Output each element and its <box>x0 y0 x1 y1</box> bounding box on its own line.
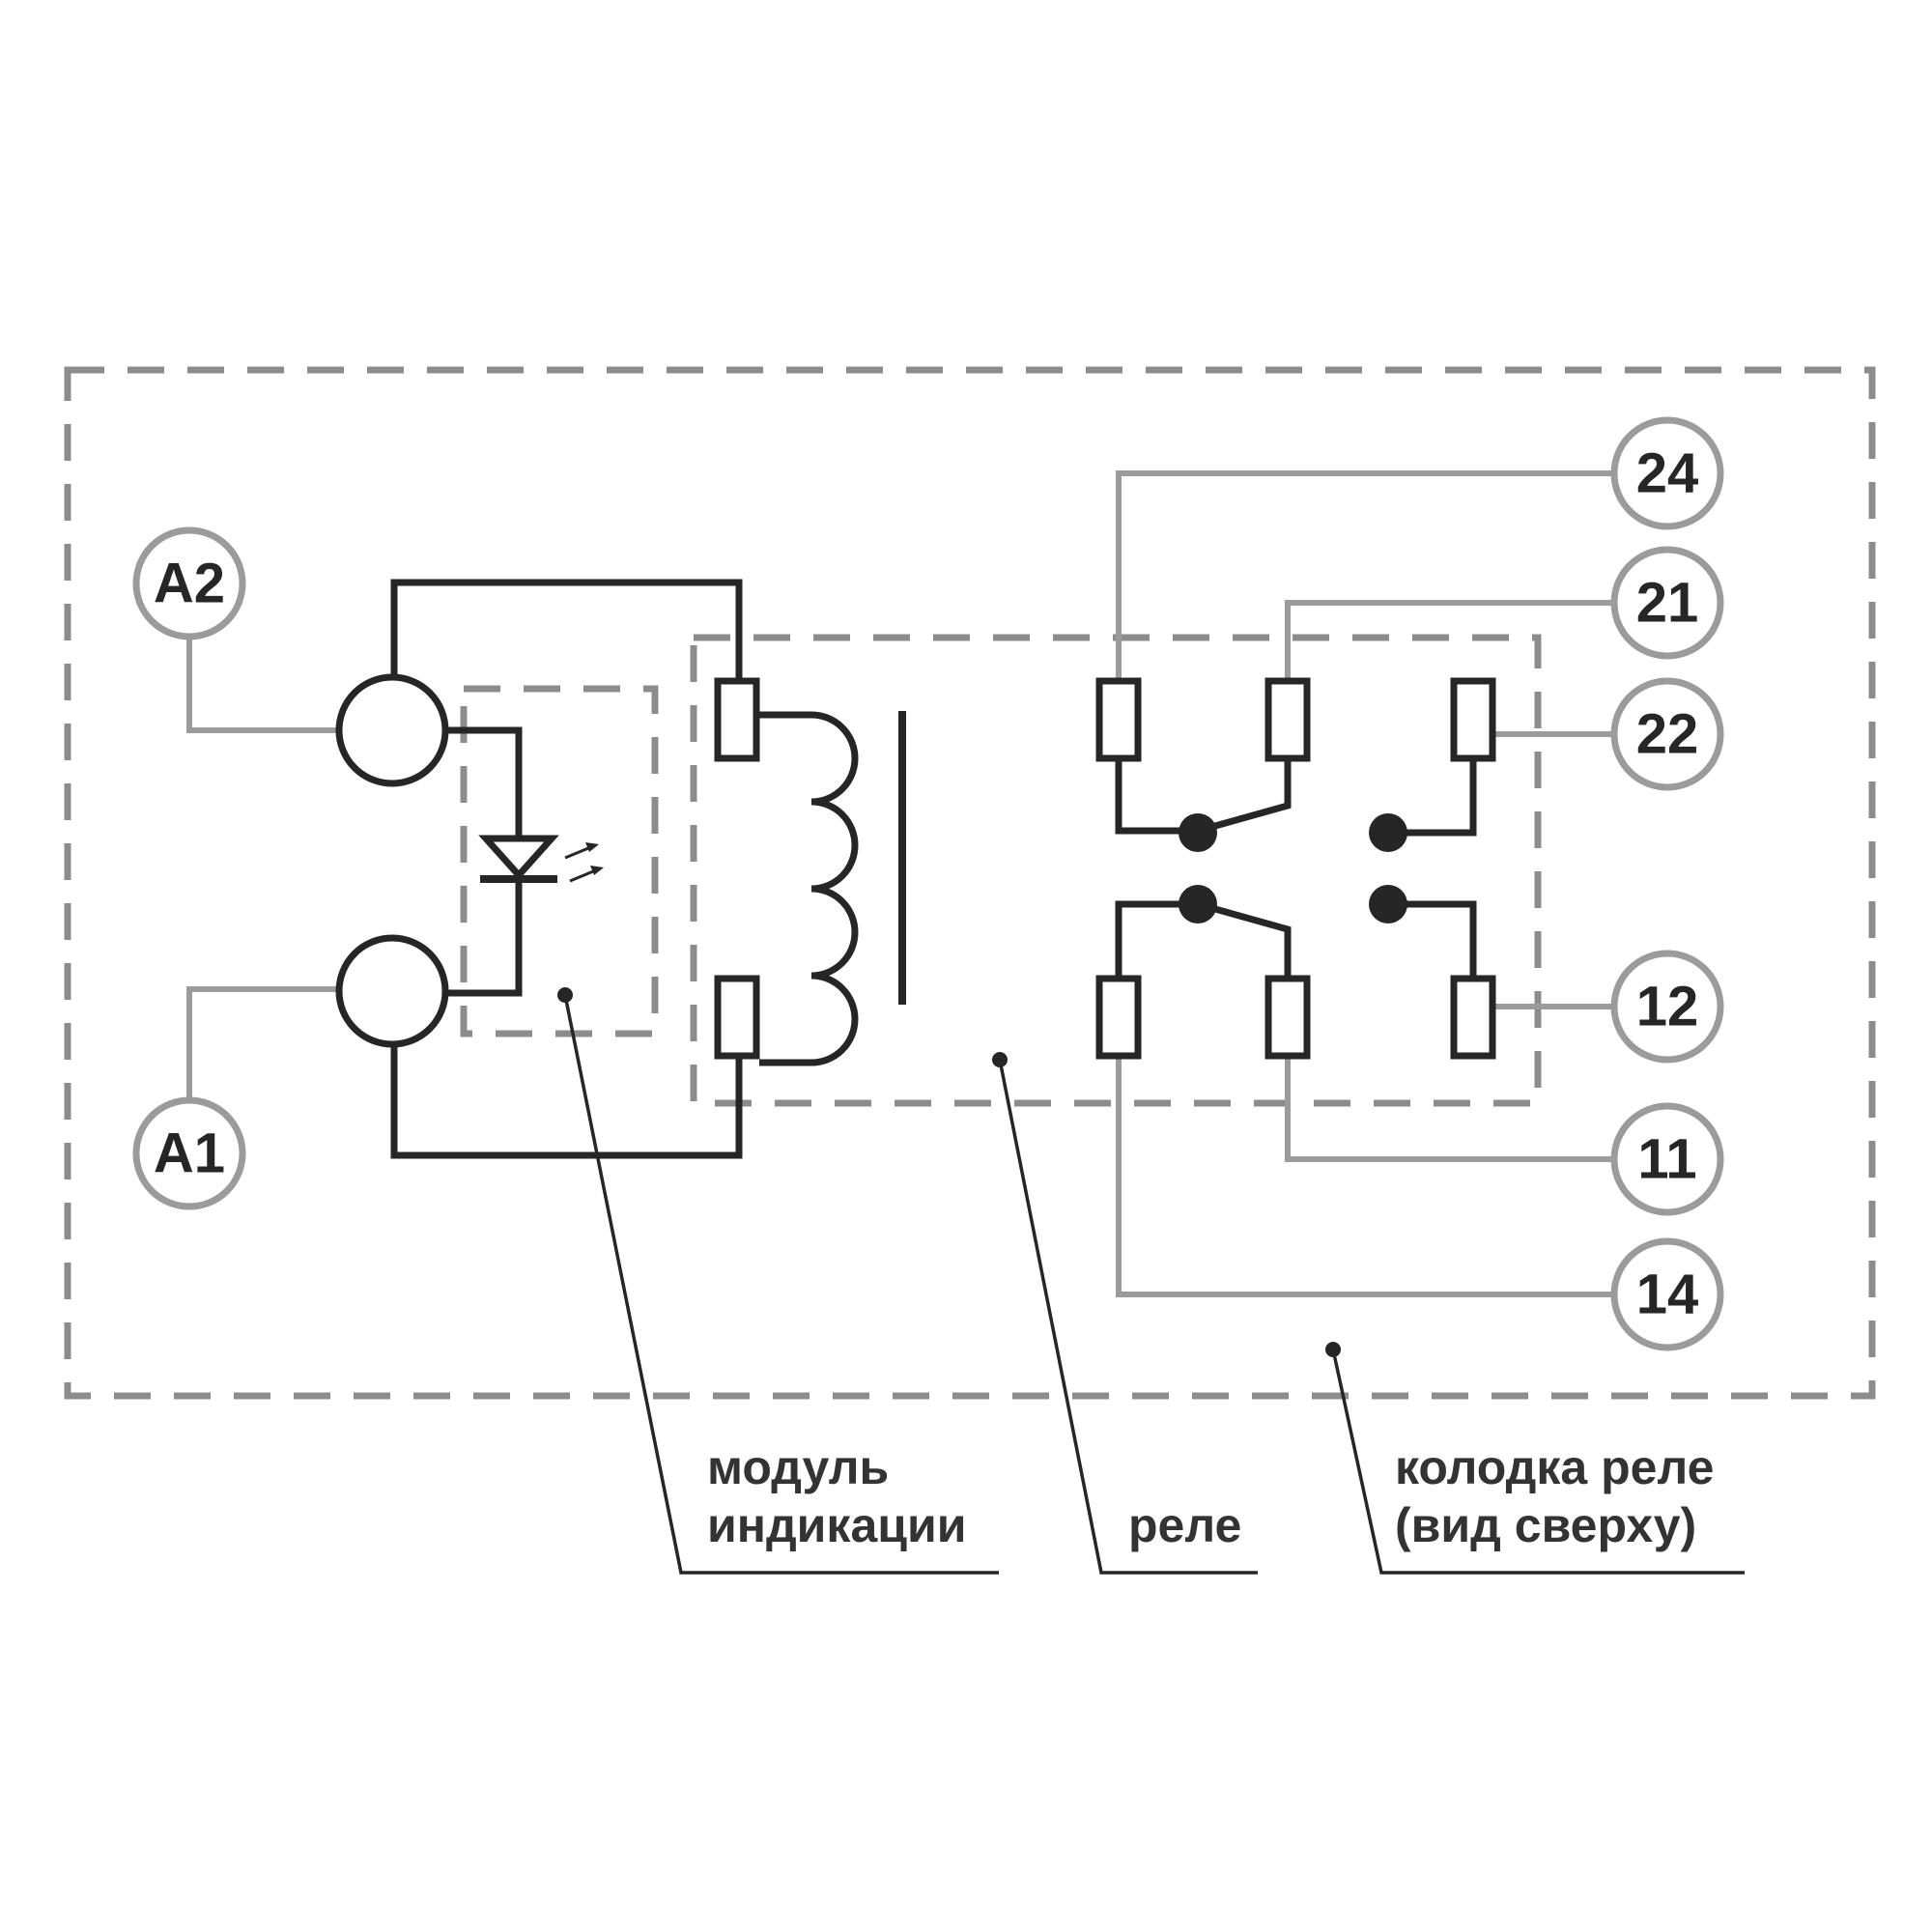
svg-text:A2: A2 <box>154 553 225 615</box>
svg-text:21: 21 <box>1636 572 1699 635</box>
label-indication-line1: модуль <box>707 1440 889 1494</box>
contact-arm-lower-left <box>1197 900 1292 979</box>
svg-text:12: 12 <box>1636 976 1699 1038</box>
module-contact-top <box>335 673 449 787</box>
contact-pin-24 <box>1095 677 1142 762</box>
leader-indication <box>563 994 999 1575</box>
module-contact-bottom <box>335 934 449 1048</box>
wire-24 <box>1116 470 1613 681</box>
svg-text:11: 11 <box>1637 1128 1696 1191</box>
terminal-14: 14 <box>1610 1237 1724 1351</box>
leader-socket <box>1331 1349 1745 1575</box>
coil-pin-top <box>714 677 760 762</box>
leader-relay <box>998 1059 1258 1575</box>
terminal-24: 24 <box>1610 416 1724 530</box>
contact-wire-lower-left <box>1115 900 1198 979</box>
label-socket-line2: (вид сверху) <box>1395 1498 1696 1552</box>
coil-pin-bottom <box>714 975 760 1060</box>
wire-coil-bottom <box>390 1047 743 1159</box>
terminal-22: 22 <box>1610 677 1724 791</box>
wire-coil-top <box>390 579 743 681</box>
label-socket-line1: колодка реле <box>1395 1440 1714 1494</box>
svg-text:24: 24 <box>1636 442 1699 505</box>
svg-text:14: 14 <box>1636 1264 1699 1326</box>
contact-wire-lower-right <box>1388 900 1477 979</box>
contact-pin-11 <box>1264 975 1311 1060</box>
contact-wire-upper-left <box>1115 758 1198 835</box>
wire-a1 <box>186 986 338 1101</box>
contact-pin-14 <box>1095 975 1142 1060</box>
coil-icon <box>759 711 859 1066</box>
contact-wire-upper-right <box>1388 758 1477 837</box>
contact-pin-12 <box>1450 975 1496 1060</box>
wire-a2 <box>186 630 338 733</box>
led-icon <box>478 835 604 883</box>
indication-module-outline <box>460 685 659 1037</box>
svg-text:22: 22 <box>1636 703 1699 766</box>
wire-14 <box>1116 1056 1615 1297</box>
wire-led-bottom <box>446 882 523 997</box>
contact-point-1 <box>1179 813 1217 852</box>
contact-pin-21 <box>1264 677 1311 762</box>
terminal-21: 21 <box>1610 546 1724 660</box>
wire-21 <box>1285 600 1615 681</box>
terminal-a1: A1 <box>132 1096 246 1210</box>
contact-point-3 <box>1179 885 1217 923</box>
terminal-a2: A2 <box>132 526 246 640</box>
terminal-12: 12 <box>1610 950 1724 1064</box>
svg-text:A1: A1 <box>154 1122 225 1185</box>
wire-11 <box>1285 1056 1615 1162</box>
contact-arm-upper-left <box>1197 758 1292 835</box>
terminal-11: 11 <box>1610 1102 1724 1216</box>
contact-point-4 <box>1369 885 1407 923</box>
contact-pin-22 <box>1450 677 1496 762</box>
socket-outline <box>64 366 1876 1400</box>
label-relay: реле <box>1128 1498 1241 1552</box>
label-indication-line2: индикации <box>707 1498 966 1552</box>
wire-led-top <box>446 726 523 836</box>
contact-point-2 <box>1369 813 1407 852</box>
